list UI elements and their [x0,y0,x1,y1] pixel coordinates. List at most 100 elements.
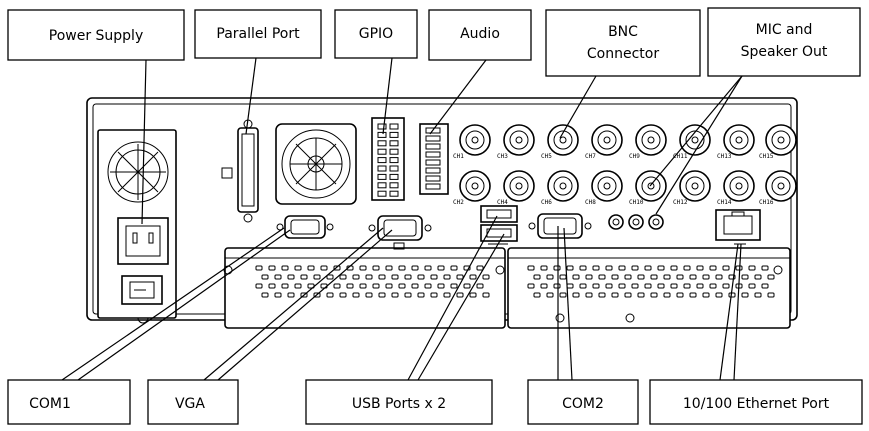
bnc-connector[interactable]: CH15 [759,124,797,160]
bnc-connector[interactable]: CH14 [717,170,755,206]
svg-text:USB Ports x 2: USB Ports x 2 [352,396,446,412]
bnc-channel-label: CH8 [585,199,596,206]
vent-hole [748,265,756,271]
vent-hole [294,265,302,271]
vent-hole [650,292,658,298]
vent-hole [300,292,308,298]
bnc-connector[interactable]: CH2 [453,170,491,206]
vent-hole [294,283,302,289]
vent-hole [450,283,458,289]
vent-hole [624,274,632,280]
label-usb-ports: USB Ports x 2 [305,379,493,425]
vent-hole [281,265,289,271]
vent-hole [754,292,762,298]
gpio-pin [389,148,399,155]
vent-hole [598,292,606,298]
vent-hole [469,274,477,280]
mic-speaker-jacks[interactable] [608,214,664,230]
vent-hole [592,283,600,289]
vent-hole [618,283,626,289]
vent-hole [663,292,671,298]
usb-ports[interactable] [480,205,518,245]
bnc-channel-label: CH9 [629,153,640,160]
vent-hole [359,265,367,271]
vent-hole [456,292,464,298]
label-com1: COM1 [7,379,131,425]
vent-hole [261,292,269,298]
vent-hole [683,265,691,271]
vent-hole [605,283,613,289]
bnc-connector[interactable]: CH12 [673,170,711,206]
label-com2: COM2 [527,379,639,425]
vent-hole [741,274,749,280]
vent-hole [274,292,282,298]
audio-terminal-block[interactable] [419,123,449,195]
vent-hole [657,265,665,271]
vent-hole [611,292,619,298]
svg-text:MIC and: MIC and [756,22,813,38]
vent-hole [637,274,645,280]
bnc-channel-label: CH3 [497,153,508,160]
vent-hole [572,292,580,298]
vent-hole [527,265,535,271]
parallel-port[interactable] [221,119,259,223]
vent-hole [754,274,762,280]
vent-hole [540,283,548,289]
vent-hole [443,274,451,280]
vent-hole [676,292,684,298]
vent-hole [670,265,678,271]
vent-hole [463,283,471,289]
vent-hole [437,283,445,289]
com1-port[interactable] [276,215,334,239]
vent-hole [417,292,425,298]
bnc-connector[interactable]: CH6 [541,170,579,206]
vent-hole [715,292,723,298]
vent-hole [313,292,321,298]
audio-pin [425,159,441,166]
bnc-connector[interactable]: CH1 [453,124,491,160]
vent-hole [579,265,587,271]
vent-hole [533,292,541,298]
vent-hole [546,292,554,298]
audio-pin [425,175,441,182]
vent-hole [404,292,412,298]
vent-hole [735,265,743,271]
label-vga: VGA [147,379,239,425]
vent-hole [533,274,541,280]
label-parallel-port: Parallel Port [194,9,322,59]
bnc-connector[interactable]: CH7 [585,124,623,160]
vent-hole [333,265,341,271]
vent-hole [670,283,678,289]
com2-port[interactable] [528,213,592,239]
vent-hole [715,274,723,280]
gpio-pin [389,131,399,138]
vent-hole [618,265,626,271]
svg-text:BNC: BNC [608,24,638,40]
bnc-connector[interactable]: CH3 [497,124,535,160]
vent-hole [585,292,593,298]
vent-holes-right [527,265,775,298]
bnc-connector[interactable]: CH11 [673,124,711,160]
vent-hole [456,274,464,280]
bnc-connector[interactable]: CH16 [759,170,797,206]
vent-hole [274,274,282,280]
vent-hole [689,274,697,280]
bnc-connector[interactable]: CH4 [497,170,535,206]
vent-hole [391,274,399,280]
vent-hole [476,283,484,289]
audio-pin [425,167,441,174]
bnc-connector[interactable]: CH10 [629,170,667,206]
vent-hole [644,283,652,289]
vent-hole [255,265,263,271]
bnc-connector[interactable]: CH13 [717,124,755,160]
vga-port[interactable] [368,215,432,250]
bnc-channel-label: CH2 [453,199,464,206]
bnc-connector[interactable]: CH5 [541,124,579,160]
bnc-channel-label: CH11 [673,153,688,160]
vent-hole [365,292,373,298]
vent-hole [320,265,328,271]
ethernet-port[interactable] [715,209,761,245]
gpio-terminal-block[interactable] [371,117,405,201]
bnc-connector[interactable]: CH8 [585,170,623,206]
bnc-connector[interactable]: CH9 [629,124,667,160]
